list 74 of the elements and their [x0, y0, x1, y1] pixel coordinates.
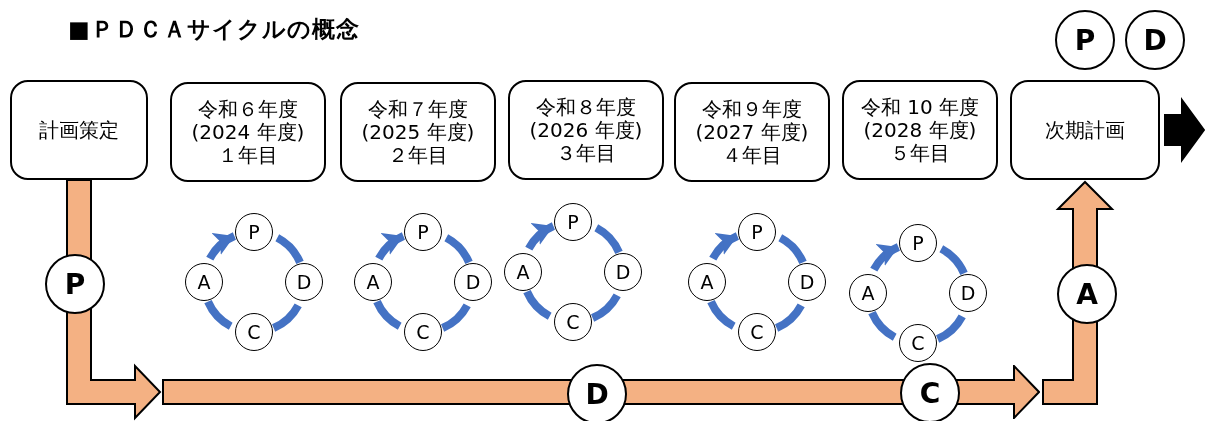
- cycle-arc: [774, 303, 805, 332]
- cycle-arc: [440, 303, 471, 332]
- cycle-circle: P: [554, 203, 592, 241]
- cycle-arc: [373, 299, 402, 330]
- cycle-circle: C: [899, 324, 937, 362]
- cycle-arrow: [206, 232, 237, 261]
- arrow: [66, 179, 162, 421]
- box-text: ３年目: [556, 141, 616, 165]
- cycle-circle: P: [738, 213, 776, 251]
- box-text: (2026 年度): [529, 118, 643, 142]
- period-box: [340, 82, 496, 182]
- box-text: 令和７年度: [368, 97, 468, 121]
- cycle-arc: [271, 303, 302, 332]
- cycle-circle: A: [504, 253, 542, 291]
- box-text: ２年目: [388, 143, 448, 167]
- cycle-arc: [707, 299, 736, 330]
- cycle-arc: [204, 299, 233, 330]
- cycle-arc: [444, 234, 473, 265]
- cycle-circle: P: [899, 224, 937, 262]
- box-text: 令和６年度: [198, 97, 298, 121]
- cycle-arrow: [375, 232, 406, 261]
- box-text: １年目: [218, 143, 278, 167]
- cycle-circle: P: [235, 213, 273, 251]
- box-text: 次期計画: [1045, 118, 1125, 142]
- cycle-arrow: [709, 232, 740, 261]
- cycle-arc: [778, 234, 807, 265]
- period-box: [170, 82, 326, 182]
- box-text: (2027 年度): [695, 120, 809, 144]
- box-text: (2024 年度): [191, 120, 305, 144]
- cycle-circle: D: [949, 274, 987, 312]
- cycle-circle: C: [404, 313, 442, 351]
- phase-circle: C: [900, 363, 960, 421]
- arrow: [1042, 180, 1115, 405]
- phase-circle: D: [1125, 10, 1185, 70]
- phase-circle: P: [45, 254, 105, 314]
- arrow: [1164, 96, 1205, 164]
- period-box: [674, 82, 830, 182]
- box-text: 計画策定: [39, 118, 119, 142]
- box-text: ４年目: [722, 143, 782, 167]
- cycle-arc: [935, 314, 966, 343]
- period-box: [10, 80, 148, 180]
- cycle-circle: D: [788, 263, 826, 301]
- box-text: 令和 10 年度: [860, 95, 980, 119]
- cycle-arc: [590, 293, 621, 322]
- cycle-circle: C: [738, 313, 776, 351]
- cycle-circle: D: [454, 263, 492, 301]
- cycle-circle: C: [235, 313, 273, 351]
- box-text: (2028 年度): [863, 118, 977, 142]
- period-box: [508, 80, 664, 180]
- phase-circle: P: [1055, 10, 1115, 70]
- box-text: (2025 年度): [361, 120, 475, 144]
- cycle-arc: [275, 234, 304, 265]
- cycle-arc: [523, 289, 552, 320]
- period-box: [842, 80, 998, 180]
- box-text: 令和８年度: [536, 95, 636, 119]
- cycle-circle: C: [554, 303, 592, 341]
- cycle-arc: [594, 224, 623, 255]
- cycle-circle: A: [354, 263, 392, 301]
- box-text: ５年目: [890, 141, 950, 165]
- phase-circle: D: [567, 364, 627, 421]
- cycle-circle: D: [604, 253, 642, 291]
- cycle-arrow: [870, 243, 901, 272]
- cycle-circle: D: [285, 263, 323, 301]
- period-box: [1010, 80, 1160, 180]
- cycle-circle: A: [185, 263, 223, 301]
- box-text: 令和９年度: [702, 97, 802, 121]
- phase-circle: A: [1057, 264, 1117, 324]
- title: ■ＰＤＣＡサイクルの概念: [68, 15, 360, 44]
- cycle-circle: A: [849, 274, 887, 312]
- cycle-arrow: [525, 222, 556, 251]
- cycle-circle: A: [688, 263, 726, 301]
- cycle-arc: [868, 310, 897, 341]
- cycle-circle: P: [404, 213, 442, 251]
- cycle-arc: [939, 245, 968, 276]
